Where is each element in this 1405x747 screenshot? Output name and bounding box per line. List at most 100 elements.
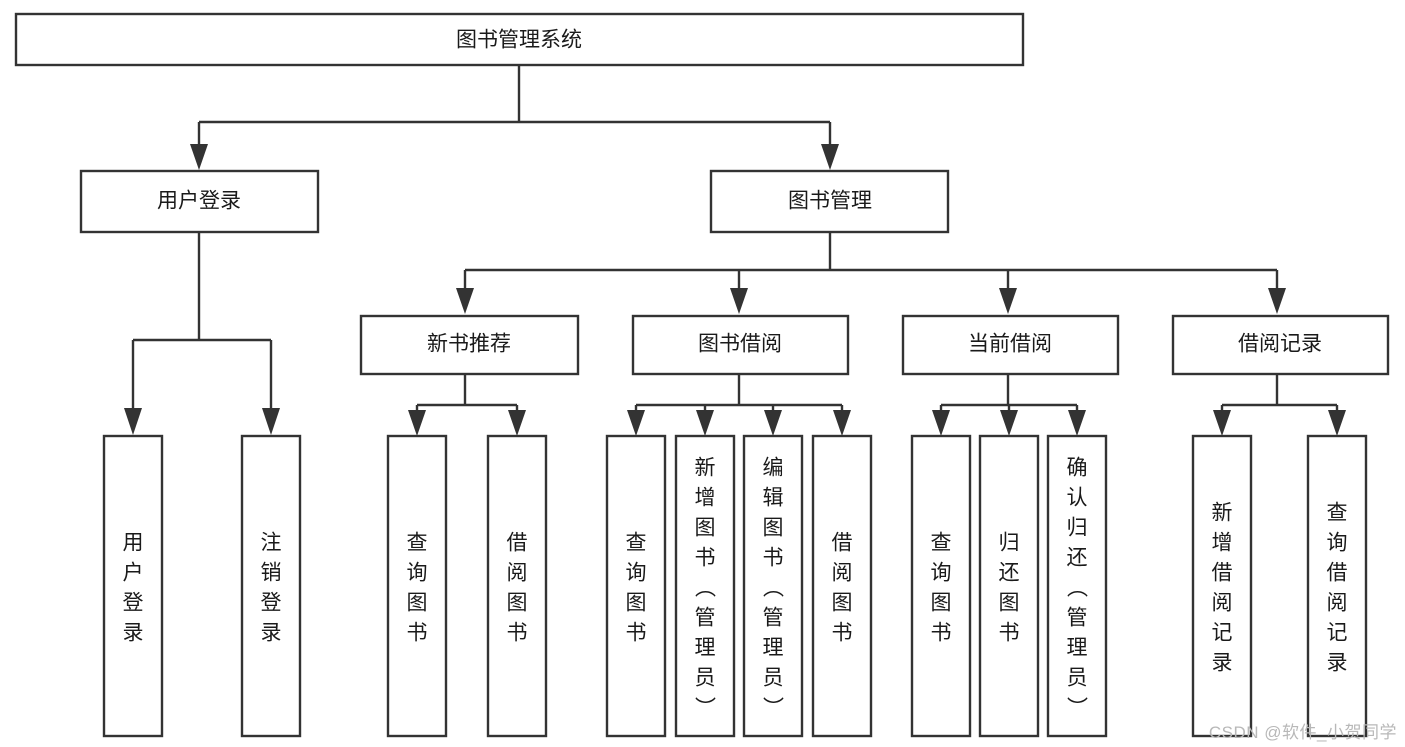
node-book-manage[interactable]: 图书管理 (709, 169, 950, 234)
leaf-borrow-book-1-box[interactable] (486, 434, 548, 738)
glyph: 图 (763, 516, 784, 539)
glyph: 图 (626, 591, 647, 614)
leaf-edit-book-box[interactable] (742, 434, 804, 738)
node-book-borrow-label: 图书借阅 (698, 333, 782, 356)
node-user-login[interactable]: 用户登录 (79, 169, 320, 234)
glyph: 还 (999, 561, 1020, 584)
node-book-borrow[interactable]: 图书借阅 (631, 314, 850, 376)
arrow-head-leaf-add-book (696, 410, 714, 436)
glyph: 员 (1067, 666, 1088, 689)
glyph: 图 (507, 591, 528, 614)
arrow-head-leaf-user-login (124, 408, 142, 435)
leaf-query-record-box[interactable] (1306, 434, 1368, 738)
leaf-query-book-1-box[interactable] (386, 434, 448, 738)
arrow-head-current-borrow (999, 288, 1017, 314)
glyph: 用 (123, 531, 144, 554)
arrow-head-leaf-query-book-2 (627, 410, 645, 436)
glyph: 书 (407, 621, 428, 644)
glyph: 询 (626, 561, 647, 584)
arrow-head-leaf-borrow-book-2 (833, 410, 851, 436)
glyph: 书 (763, 546, 784, 569)
node-new-book-recommend[interactable]: 新书推荐 (359, 314, 580, 376)
glyph: 新 (695, 456, 716, 479)
glyph: 员 (763, 666, 784, 689)
arrow-head-leaf-return-book (1000, 410, 1018, 436)
arrow-head-leaf-logout (262, 408, 280, 435)
leaf-borrow-book-2-box[interactable] (811, 434, 873, 738)
arrow-head-leaf-borrow-book-1 (508, 410, 526, 436)
glyph: 借 (832, 531, 853, 554)
leaf-query-record-label: 查询借阅记录 (1327, 501, 1348, 674)
glyph: 询 (931, 561, 952, 584)
glyph: 还 (1067, 546, 1088, 569)
glyph: 销 (261, 561, 282, 584)
node-book-manage-box[interactable] (709, 169, 950, 234)
glyph: 录 (1327, 651, 1348, 674)
glyph: 录 (1212, 651, 1233, 674)
leaf-add-book-label: 新增图书︵管理员︶ (695, 456, 717, 719)
leaf-logout-box[interactable] (240, 434, 302, 738)
node-borrow-record-label: 借阅记录 (1238, 333, 1322, 356)
node-current-borrow[interactable]: 当前借阅 (901, 314, 1120, 376)
node-current-borrow-box[interactable] (901, 314, 1120, 376)
glyph: 录 (123, 621, 144, 644)
node-borrow-record-box[interactable] (1171, 314, 1390, 376)
glyph: 图 (999, 591, 1020, 614)
glyph: 记 (1327, 621, 1348, 644)
node-root-box[interactable] (14, 12, 1025, 67)
glyph: 编 (763, 456, 784, 479)
arrow-head-borrow-record (1268, 288, 1286, 314)
glyph: 录 (261, 621, 282, 644)
glyph: 认 (1067, 486, 1088, 509)
glyph: 图 (407, 591, 428, 614)
glyph: 登 (123, 591, 144, 614)
leaf-user-login-label: 用户登录 (123, 531, 144, 644)
leaf-add-book-box[interactable] (674, 434, 736, 738)
glyph: 增 (695, 486, 716, 509)
glyph: 阅 (507, 561, 528, 584)
glyph: 辑 (763, 486, 784, 509)
glyph: 增 (1212, 531, 1233, 554)
glyph: 阅 (832, 561, 853, 584)
glyph: 确 (1067, 456, 1088, 479)
glyph: ︵ (1067, 576, 1089, 599)
leaf-query-book-3-box[interactable] (910, 434, 972, 738)
glyph: 管 (1067, 606, 1088, 629)
node-borrow-record[interactable]: 借阅记录 (1171, 314, 1390, 376)
glyph: 书 (931, 621, 952, 644)
leaf-add-record-label: 新增借阅记录 (1212, 501, 1233, 674)
glyph: 新 (1212, 501, 1233, 524)
glyph: 书 (626, 621, 647, 644)
leaf-return-book-box[interactable] (978, 434, 1040, 738)
glyph: ︵ (695, 576, 717, 599)
glyph: 借 (1212, 561, 1233, 584)
node-book-borrow-box[interactable] (631, 314, 850, 376)
leaf-confirm-return-box[interactable] (1046, 434, 1108, 738)
glyph: 询 (407, 561, 428, 584)
node-book-manage-label: 图书管理 (788, 190, 872, 213)
node-user-login-box[interactable] (79, 169, 320, 234)
glyph: 登 (261, 591, 282, 614)
glyph: 管 (763, 606, 784, 629)
node-new-book-recommend-label: 新书推荐 (427, 333, 511, 356)
leaf-query-book-2-box[interactable] (605, 434, 667, 738)
arrow-head-leaf-edit-book (764, 410, 782, 436)
arrow-head-leaf-confirm-return (1068, 410, 1086, 436)
glyph: 注 (261, 531, 282, 554)
node-current-borrow-label: 当前借阅 (968, 333, 1052, 356)
glyph: 理 (695, 636, 716, 659)
leaf-text-layer: 用户登录注销登录查询图书借阅图书查询图书新增图书︵管理员︶编辑图书︵管理员︶借阅… (123, 456, 1348, 719)
node-new-book-recommend-box[interactable] (359, 314, 580, 376)
node-root[interactable]: 图书管理系统 (14, 12, 1025, 67)
leaf-query-book-2-label: 查询图书 (626, 531, 647, 644)
glyph: 查 (931, 531, 952, 554)
glyph: 查 (407, 531, 428, 554)
glyph: 书 (695, 546, 716, 569)
glyph: ︶ (763, 696, 785, 719)
leaf-user-login-box[interactable] (102, 434, 164, 738)
leaf-add-record-box[interactable] (1191, 434, 1253, 738)
glyph: 图 (695, 516, 716, 539)
glyph: ︶ (695, 696, 717, 719)
glyph: 记 (1212, 621, 1233, 644)
